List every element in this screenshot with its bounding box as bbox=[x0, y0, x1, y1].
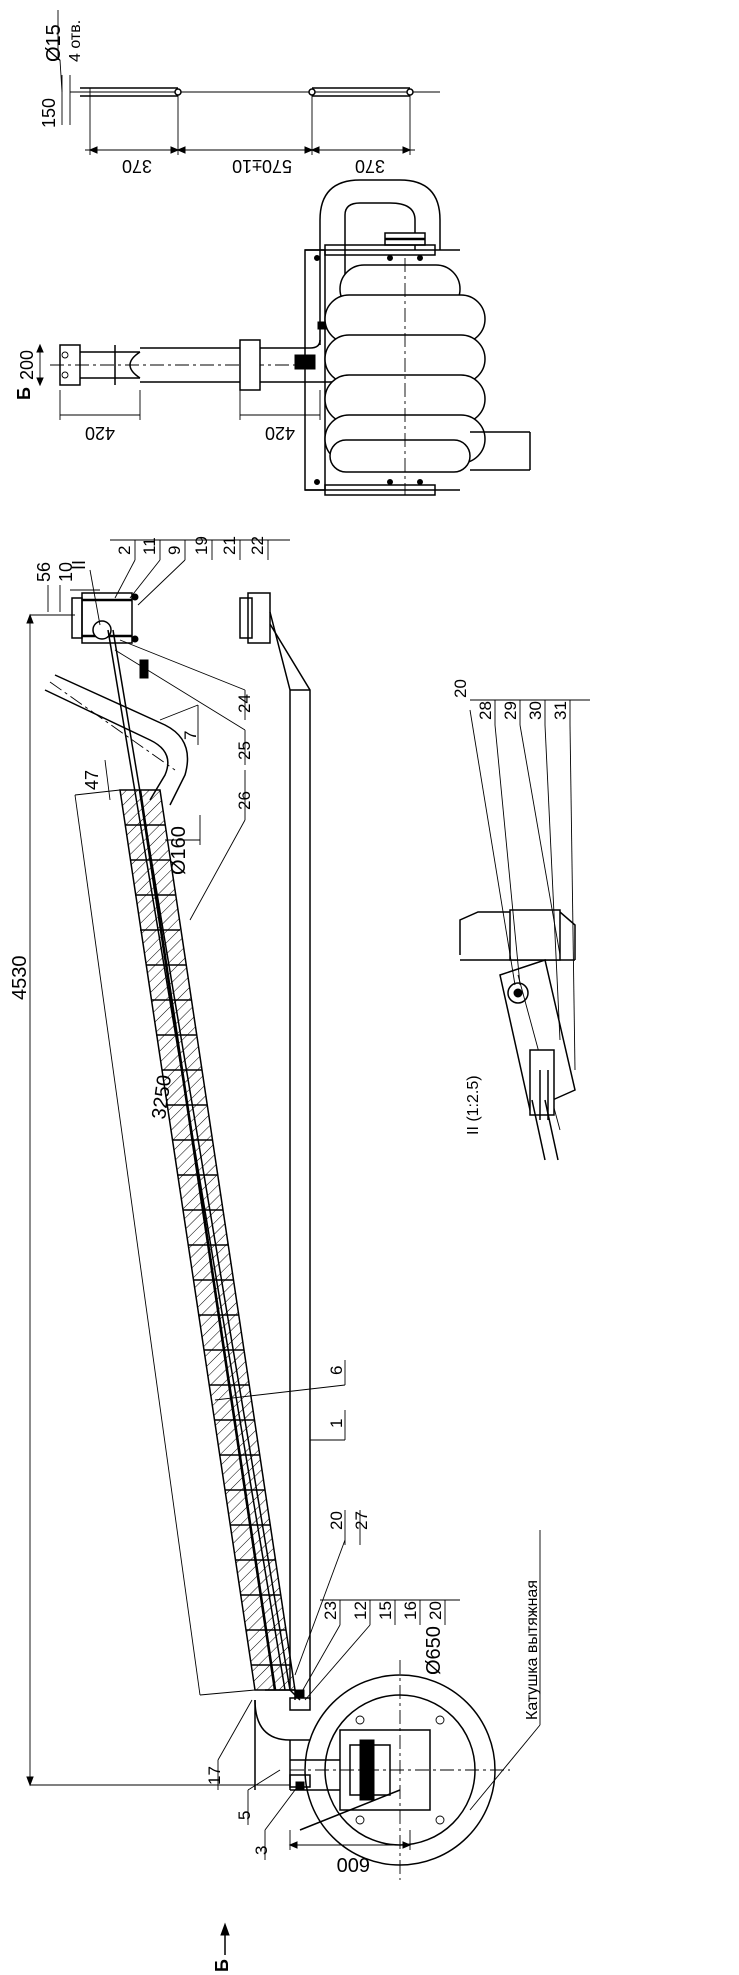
part-17: 17 bbox=[205, 1766, 224, 1785]
dim-420-right: 420 bbox=[265, 423, 295, 443]
view-b-arrow-label: Б bbox=[212, 1959, 232, 1972]
upper-bent-pipe bbox=[44, 674, 189, 806]
dim-56: 56 bbox=[34, 562, 54, 582]
reel bbox=[290, 1660, 510, 1880]
part-12: 12 bbox=[351, 1601, 370, 1620]
part-row-bottom bbox=[299, 1599, 460, 1701]
part-23: 23 bbox=[321, 1601, 340, 1620]
part-27: 27 bbox=[352, 1511, 371, 1530]
dim-370-right: 370 bbox=[355, 156, 385, 176]
flange-hole-pattern bbox=[57, 10, 440, 155]
part-20-b: 20 bbox=[426, 1601, 445, 1620]
part-leaders-middle bbox=[214, 1360, 346, 1441]
view-b-vertical-pipe bbox=[50, 339, 346, 391]
callout-ii: II bbox=[69, 560, 89, 570]
dim-160: Ø160 bbox=[168, 826, 190, 875]
dim-370-left: 370 bbox=[122, 156, 152, 176]
part-11: 11 bbox=[140, 537, 159, 555]
part-leaders-lower bbox=[217, 1699, 299, 1860]
dim-150: 150 bbox=[39, 98, 59, 128]
view-b-frame bbox=[304, 244, 460, 496]
base-fasteners bbox=[295, 1689, 305, 1791]
dim-4530: 4530 bbox=[9, 956, 31, 1001]
dim-hole-dia: Ø15 bbox=[43, 24, 65, 62]
detail-part-31: 31 bbox=[551, 701, 570, 720]
detail-part-20: 20 bbox=[451, 679, 470, 698]
cable bbox=[107, 629, 291, 1691]
part-5: 5 bbox=[235, 1811, 254, 1820]
part-15: 15 bbox=[376, 1601, 395, 1620]
dim-10: 10 bbox=[56, 562, 76, 582]
part-16: 16 bbox=[401, 1601, 420, 1620]
part-6: 6 bbox=[327, 1366, 346, 1375]
detail-part-29: 29 bbox=[501, 701, 520, 720]
view-b-label: Б bbox=[14, 387, 34, 400]
part-24: 24 bbox=[235, 694, 254, 713]
part-22: 22 bbox=[248, 536, 267, 555]
dim-570: 570±10 bbox=[232, 156, 292, 176]
part-26: 26 bbox=[235, 791, 254, 810]
view-b-coil bbox=[324, 258, 531, 495]
part-19: 19 bbox=[192, 536, 211, 555]
part-2: 2 bbox=[115, 546, 134, 555]
part-20: 20 bbox=[327, 1511, 346, 1530]
reel-label: Катушка вытяжная bbox=[524, 1580, 541, 1720]
part-25: 25 bbox=[235, 741, 254, 760]
main-dimensions bbox=[26, 585, 412, 1850]
detail-part-row bbox=[469, 699, 590, 1071]
inclined-hose bbox=[119, 789, 296, 1691]
dim-47: 47 bbox=[82, 770, 102, 790]
dim-420-left: 420 bbox=[85, 423, 115, 443]
dim-650: Ø650 bbox=[423, 1626, 445, 1675]
dim-200: 200 bbox=[17, 350, 37, 380]
flange-dimension-labels: Ø15 4 отв. 150 370 570±10 370 bbox=[39, 20, 385, 176]
part-21: 21 bbox=[220, 536, 239, 555]
part-7: 7 bbox=[181, 731, 200, 740]
view-b-dimensions bbox=[36, 343, 321, 420]
part-leaders-upper bbox=[114, 639, 246, 921]
top-flange bbox=[71, 592, 139, 644]
part-row-top bbox=[110, 539, 290, 606]
part-leaders-20-27 bbox=[294, 1510, 361, 1676]
detail-part-30: 30 bbox=[526, 701, 545, 720]
view-b-arrow bbox=[220, 1922, 230, 1955]
detail-part-28: 28 bbox=[476, 701, 495, 720]
detail-label: II (1:2.5) bbox=[465, 1075, 482, 1135]
part-9: 9 bbox=[165, 546, 184, 555]
dim-holes: 4 отв. bbox=[67, 20, 84, 62]
detail-ii bbox=[459, 909, 576, 1161]
part-3: 3 bbox=[252, 1846, 271, 1855]
part-1: 1 bbox=[327, 1419, 346, 1428]
dim-600: 600 bbox=[337, 1853, 370, 1875]
